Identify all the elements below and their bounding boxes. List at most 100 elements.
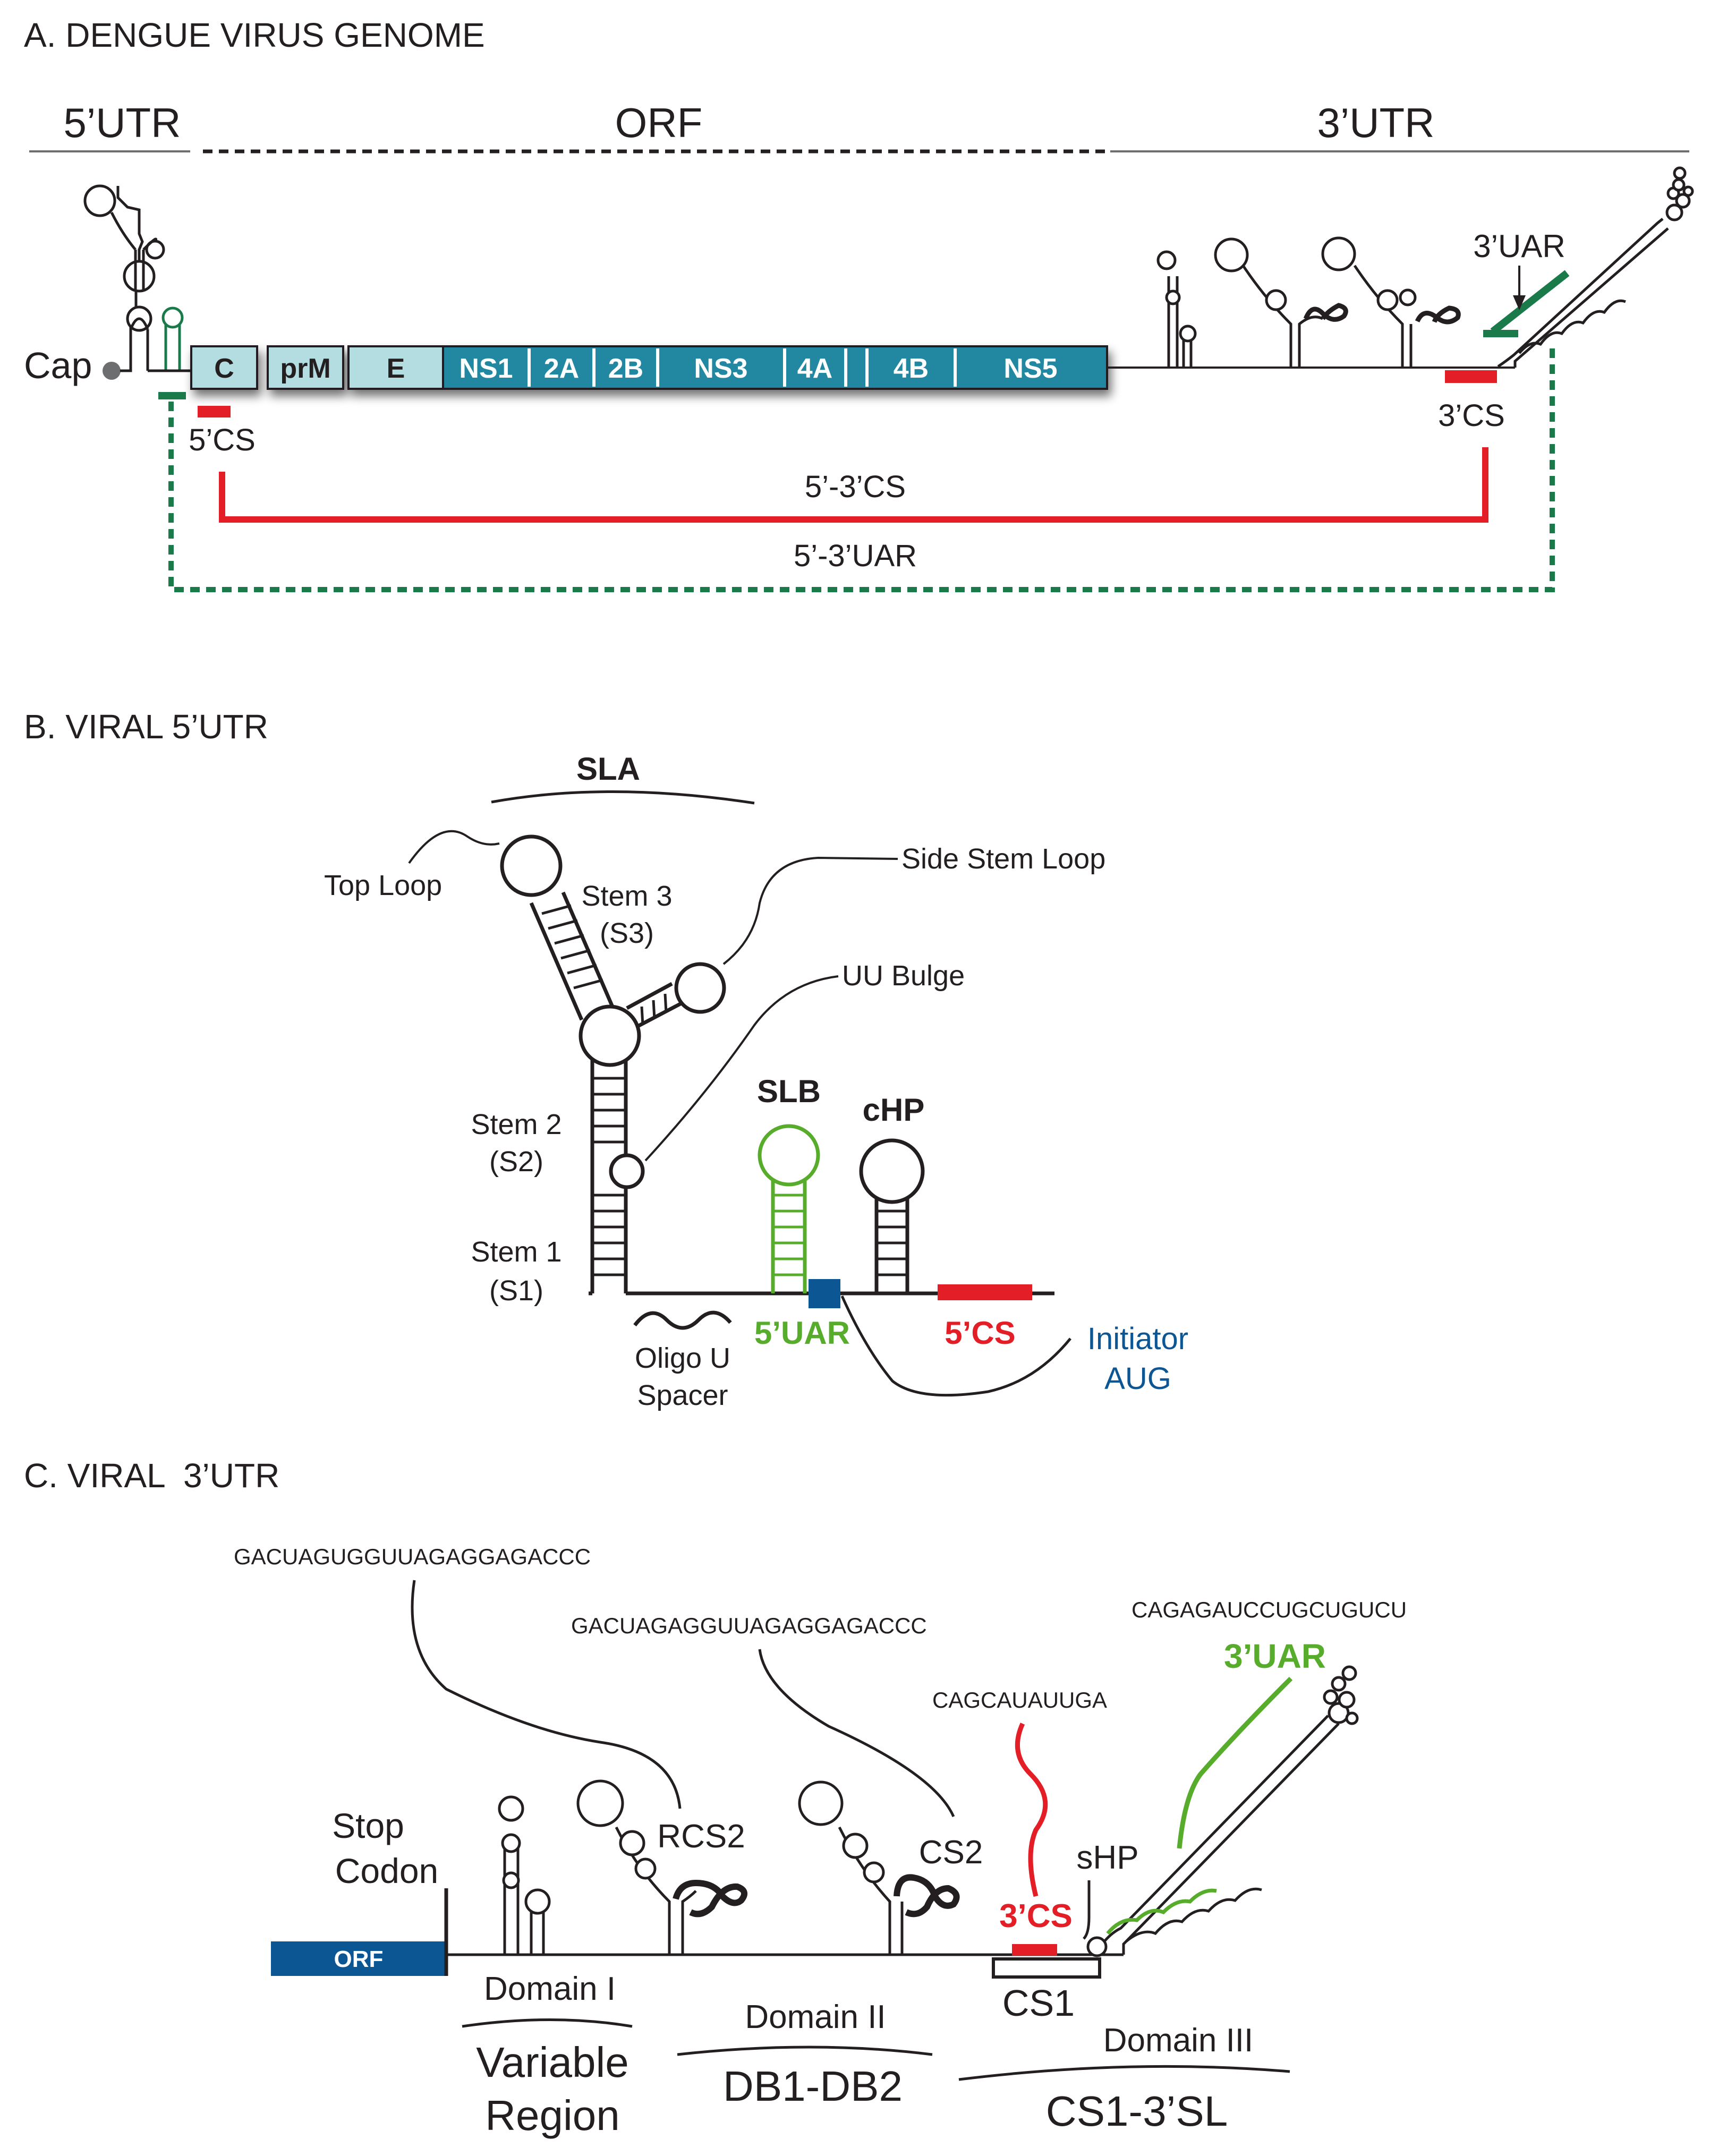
- cs1-label: CS1: [1002, 1982, 1075, 2024]
- oligo-u-label: Oligo U: [635, 1342, 730, 1374]
- cs-link-label: 5’-3’CS: [805, 470, 906, 504]
- uar3-mark: [1490, 270, 1570, 335]
- stem3-label: Stem 3: [581, 880, 672, 912]
- uar3-wavy: [1106, 1888, 1217, 1935]
- orf-genes: [190, 345, 1108, 390]
- domain3-sub: CS1-3’SL: [1046, 2087, 1228, 2135]
- uar-link-line: [168, 345, 1555, 592]
- stem1-label: Stem 1: [471, 1236, 562, 1268]
- uu-bulge-leader: [644, 975, 839, 1162]
- cs3-label: 3’CS: [1438, 398, 1505, 433]
- gene-ns3: NS3: [694, 353, 747, 384]
- sla-mini-stems: [110, 211, 158, 371]
- initiator-label: Initiator: [1087, 1322, 1188, 1356]
- cs5-label-b: 5’CS: [945, 1315, 1015, 1351]
- region-orf-label: ORF: [615, 99, 703, 146]
- shp-label: sHP: [1076, 1839, 1138, 1876]
- orf-label: ORF: [334, 1946, 384, 1972]
- cap-dot: [103, 362, 121, 380]
- initiator-aug-label: AUG: [1104, 1361, 1171, 1396]
- sla-bracket: [491, 790, 755, 805]
- uu-bulge-label: UU Bulge: [842, 960, 965, 992]
- sla-stem-rungs: [541, 904, 668, 1276]
- panel-b-title: B. VIRAL 5’UTR: [24, 708, 268, 746]
- uar3-label: 3’UAR: [1473, 228, 1565, 264]
- domain2-bracket: [677, 2046, 933, 2056]
- stop-label: Stop: [332, 1806, 404, 1845]
- sla-mini-toploop: [83, 184, 116, 217]
- gene-dividers: [528, 348, 957, 387]
- side-stem-loop-leader: [722, 856, 898, 965]
- chp-structure: [859, 1138, 925, 1293]
- stem2-label: Stem 2: [471, 1109, 562, 1140]
- domain2-label: Domain II: [745, 1999, 886, 2035]
- cs2-leader: [758, 1649, 955, 1818]
- seq-rcs2: GACUAGUGGUUAGAGGAGACCC: [234, 1544, 591, 1569]
- gene-ns1: NS1: [459, 353, 513, 384]
- panel-c: C. VIRAL 3’UTR GACUAGUGGUUAGAGGAGACCC GA…: [24, 1456, 1407, 2139]
- region-5utr-label: 5’UTR: [63, 99, 181, 146]
- gene-4b: 4B: [894, 353, 929, 384]
- domain1-sub-1: Variable: [476, 2039, 629, 2086]
- gene-ns5: NS5: [1003, 353, 1057, 384]
- cs-link-line: [219, 447, 1488, 523]
- domain3-bracket: [958, 2065, 1290, 2081]
- panel-a-title: A. DENGUE VIRUS GENOME: [24, 16, 485, 54]
- chp-label: cHP: [863, 1092, 925, 1128]
- cs1-box: [992, 1957, 1101, 1979]
- seq-3uar: CAGAGAUCCUGCUGUCU: [1132, 1597, 1407, 1622]
- domain1-label: Domain I: [484, 1971, 616, 2007]
- domain2-sub: DB1-DB2: [723, 2063, 903, 2110]
- side-stem-loop: [674, 962, 726, 1014]
- slb-mini-loop: [161, 306, 184, 329]
- gene-box-nonstructural: [442, 345, 1108, 390]
- gene-prm: prM: [280, 353, 330, 384]
- cs3-label-c: 3’CS: [999, 1898, 1073, 1935]
- uar5-label: 5’UAR: [754, 1315, 850, 1351]
- cap-label: Cap: [24, 345, 92, 386]
- gene-box-e: [347, 345, 444, 390]
- cs5-mark: [198, 406, 231, 417]
- orf-box: [271, 1941, 446, 1976]
- utr3-mini-structures: [1156, 166, 1694, 368]
- slb-structure: [758, 1124, 820, 1293]
- gene-box-c: [190, 345, 258, 390]
- cs3-mark-c: [1012, 1944, 1057, 1956]
- region-3utr-label: 3’UTR: [1317, 99, 1434, 146]
- cs2-label: CS2: [919, 1834, 983, 1871]
- slb-label: SLB: [757, 1073, 821, 1109]
- seq-3cs: CAGCAUAUUGA: [932, 1688, 1107, 1712]
- domain3-label: Domain III: [1103, 2022, 1254, 2059]
- shp-leader: [1083, 1880, 1091, 1940]
- cs5-mark-b: [938, 1284, 1032, 1300]
- uu-bulge: [609, 1153, 645, 1189]
- oligo-u-squiggle: [633, 1310, 732, 1330]
- sla-mini-bulge: [123, 260, 156, 293]
- cs5-label: 5’CS: [189, 423, 256, 457]
- panel-b: B. VIRAL 5’UTR SLA: [24, 708, 1188, 1411]
- gene-c: C: [214, 353, 234, 384]
- cs3-squiggle: [1015, 1723, 1048, 1897]
- oligo-u-spacer-label: Spacer: [637, 1379, 728, 1411]
- sla-top-loop: [500, 834, 563, 897]
- gene-2b: 2B: [608, 353, 643, 384]
- gene-2a: 2A: [544, 353, 579, 384]
- domain1-sub-2: Region: [485, 2092, 620, 2139]
- initiator-aug-mark: [809, 1279, 840, 1308]
- panel-c-title: C. VIRAL 3’UTR: [24, 1456, 279, 1495]
- uar3-label-c: 3’UAR: [1224, 1637, 1326, 1675]
- initiator-leader: [840, 1295, 1071, 1397]
- stem1-abbr: (S1): [489, 1275, 543, 1307]
- gene-box-prm: [267, 345, 344, 390]
- uar3-arrowhead: [1513, 295, 1526, 310]
- uar-link-label: 5’-3’UAR: [794, 539, 917, 573]
- rcs2-label: RCS2: [657, 1818, 745, 1855]
- sla-label: SLA: [576, 751, 640, 787]
- side-stem-loop-label: Side Stem Loop: [901, 843, 1105, 875]
- rcs2-leader: [411, 1580, 682, 1809]
- sla-junction: [578, 1004, 641, 1067]
- cs3-mark: [1445, 370, 1497, 383]
- seq-cs2: GACUAGAGGUUAGAGGAGACCC: [571, 1613, 927, 1638]
- utr3-structures: [498, 1665, 1359, 1957]
